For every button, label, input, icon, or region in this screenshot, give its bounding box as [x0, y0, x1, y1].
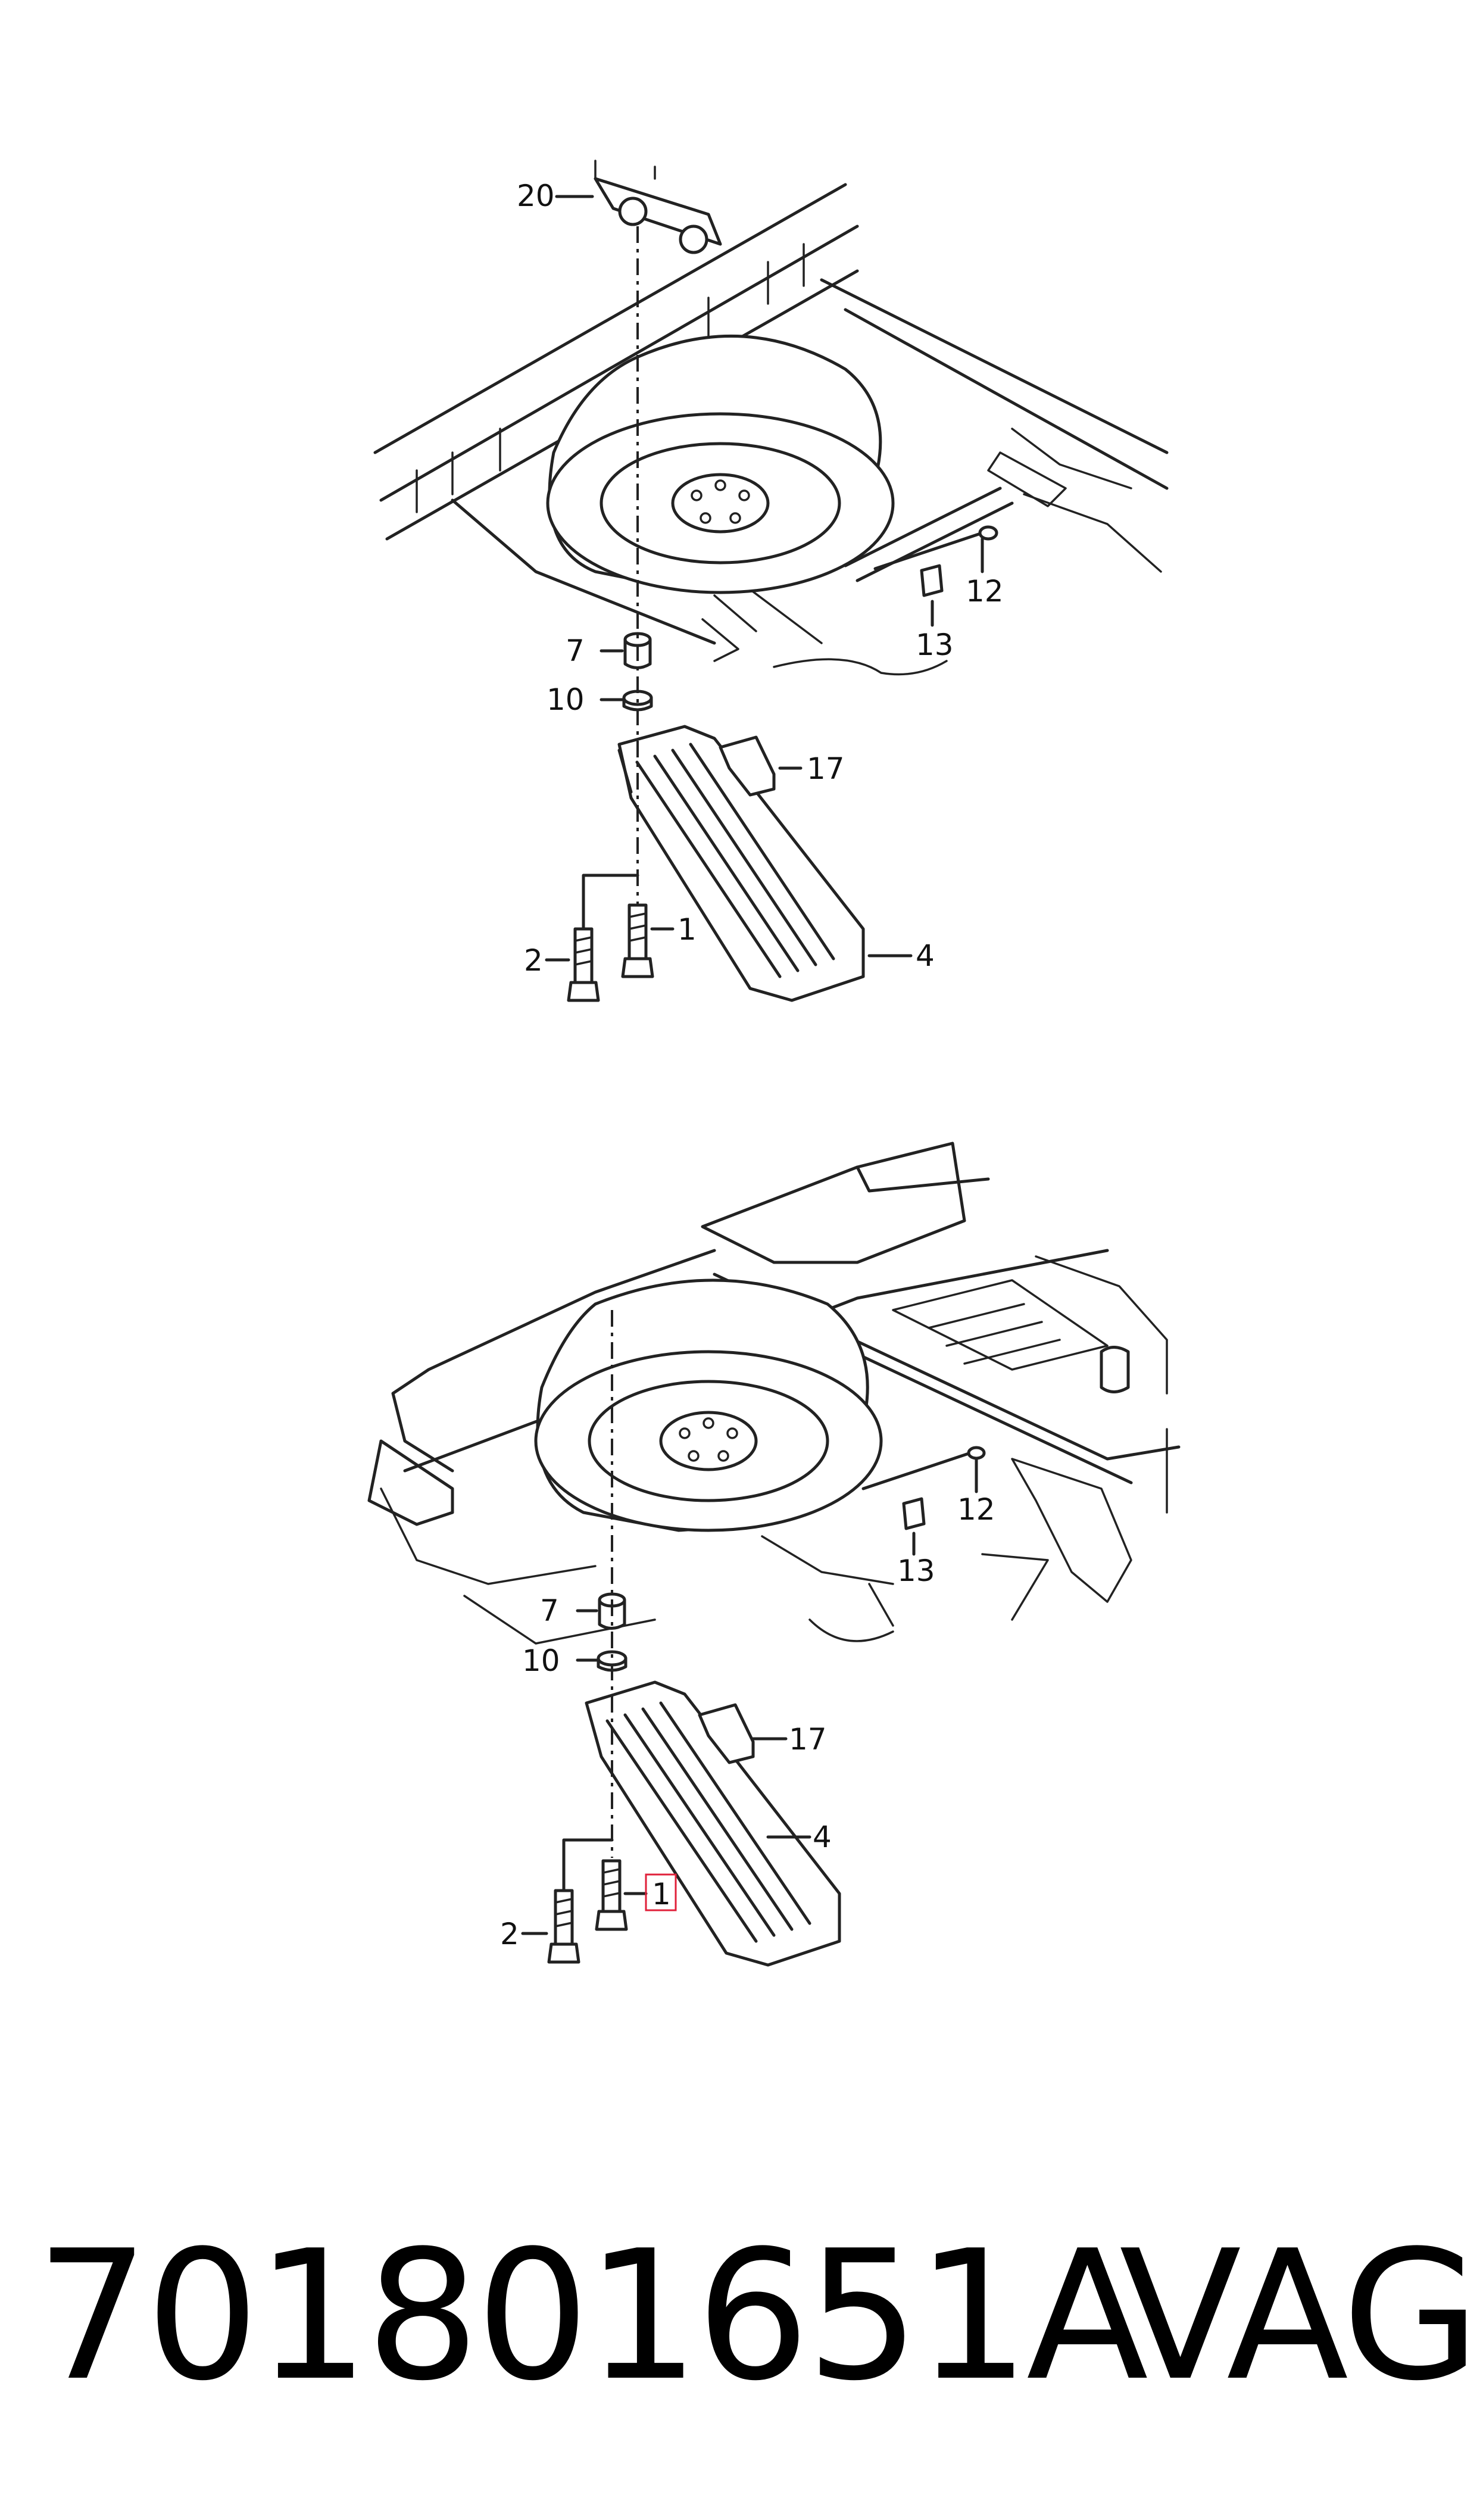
- highlighted-callout-box: [645, 1873, 677, 1911]
- bolt-part-1: [595, 1859, 628, 1931]
- underbody-frame: [373, 183, 1169, 676]
- callout-1-highlighted: 1: [652, 1877, 671, 1911]
- part-number: 701801651A: [36, 2212, 1148, 2420]
- bolt-part-2: [567, 927, 600, 1002]
- callout-2: 2: [524, 943, 543, 978]
- callout-2: 2: [500, 1917, 519, 1951]
- callout-1: 1: [678, 912, 697, 947]
- pad-part-17: [719, 735, 776, 797]
- callout-10: 10: [547, 682, 585, 717]
- callout-13: 13: [897, 1554, 935, 1588]
- callout-17: 17: [789, 1722, 827, 1757]
- bolt-part-2: [547, 1889, 580, 1964]
- bolt-bracket-line: [562, 1838, 614, 1892]
- callout-12: 12: [966, 574, 1004, 609]
- callout-17: 17: [807, 751, 845, 786]
- bolt-part-1: [621, 903, 654, 978]
- clip-part-13: [902, 1497, 926, 1530]
- bottom-diagram: 12 13 7 10 17 4 1 2: [367, 1142, 1181, 1967]
- callout-7: 7: [540, 1593, 559, 1628]
- callout-10: 10: [522, 1643, 560, 1678]
- top-diagram: 20 12 13 7 10 17 1 2 4: [373, 160, 1169, 1002]
- brand-name: VAG: [1119, 2212, 1480, 2420]
- callout-7: 7: [566, 634, 585, 668]
- bolt-bracket-line: [582, 874, 639, 931]
- retaining-rod-part-12: [873, 525, 998, 570]
- pad-part-17: [698, 1703, 755, 1764]
- spare-wheel-carrier-part-4: [585, 1680, 841, 1967]
- spare-wheel: [546, 334, 895, 594]
- callout-4: 4: [916, 938, 935, 973]
- callout-4: 4: [813, 1820, 832, 1854]
- spare-wheel-carrier-part-4: [617, 725, 865, 1002]
- callout-13: 13: [916, 628, 954, 662]
- spare-wheel: [534, 1278, 883, 1532]
- callout-20: 20: [517, 179, 555, 213]
- mounting-bracket-part-20: [594, 160, 722, 254]
- clip-part-13: [920, 564, 944, 597]
- callout-12: 12: [957, 1492, 995, 1527]
